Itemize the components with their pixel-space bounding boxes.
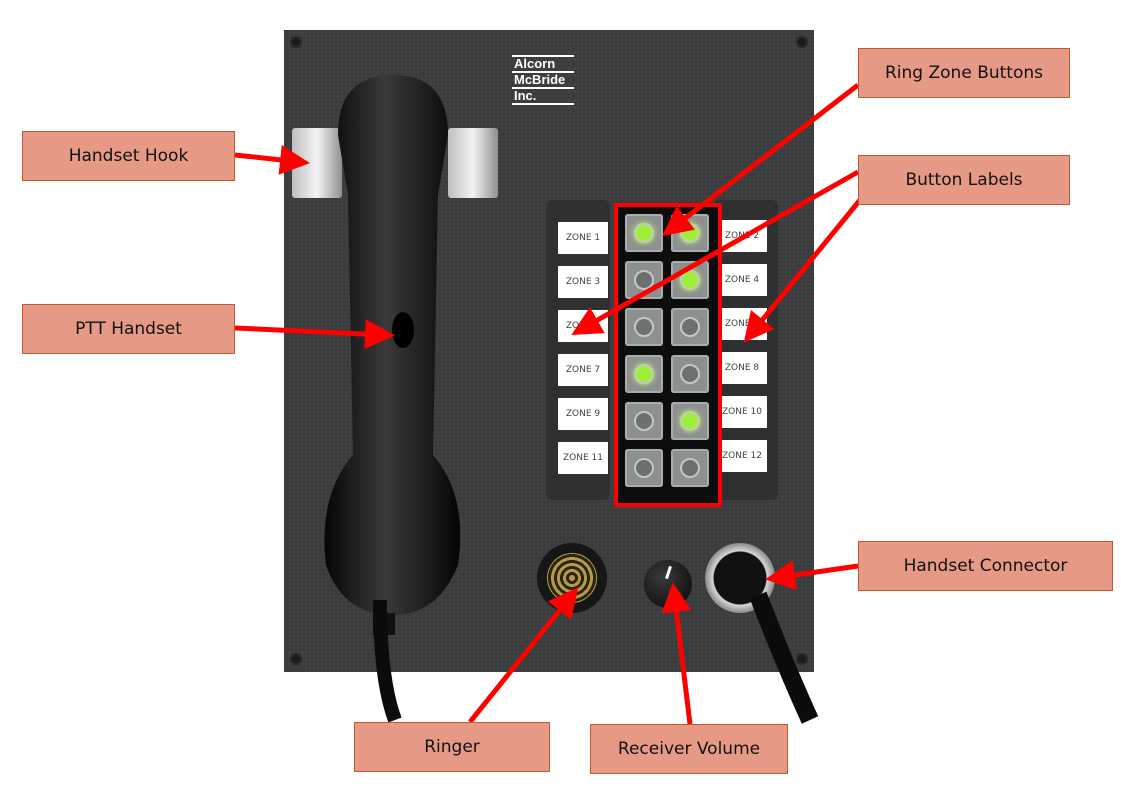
callout-text: PTT Handset xyxy=(75,319,182,339)
screw-icon xyxy=(796,36,808,48)
zone-label: ZONE 9 xyxy=(558,398,608,430)
screw-icon xyxy=(796,653,808,665)
connector-cable xyxy=(749,591,819,724)
led-on-icon xyxy=(680,411,700,431)
callout-ringer: Ringer xyxy=(354,722,550,772)
led-off-icon xyxy=(634,458,654,478)
logo-line: McBride xyxy=(512,71,574,87)
ringer xyxy=(537,543,607,613)
led-on-icon xyxy=(680,270,700,290)
receiver-volume-knob[interactable] xyxy=(644,560,692,608)
zone-label: ZONE 6 xyxy=(717,308,767,340)
logo-line: Inc. xyxy=(512,87,574,103)
ptt-handset[interactable] xyxy=(318,75,468,635)
zone-label: ZONE 8 xyxy=(717,352,767,384)
callout-text: Handset Hook xyxy=(68,146,189,166)
ring-zone-button[interactable] xyxy=(625,449,663,487)
led-on-icon xyxy=(634,364,654,384)
ring-zone-button[interactable] xyxy=(625,355,663,393)
screw-icon xyxy=(290,653,302,665)
zone-label: ZONE 4 xyxy=(717,264,767,296)
handset-hook-right xyxy=(448,128,498,198)
callout-text: Ringer xyxy=(424,737,480,757)
callout-ptt-handset: PTT Handset xyxy=(22,304,235,354)
zone-label: ZONE 2 xyxy=(717,220,767,252)
ring-zone-button-grid xyxy=(614,203,722,507)
handset-cord xyxy=(373,600,402,723)
ring-zone-button[interactable] xyxy=(671,355,709,393)
ringer-grill-icon xyxy=(547,553,597,603)
ring-zone-button[interactable] xyxy=(671,261,709,299)
zone-label: ZONE 10 xyxy=(717,396,767,428)
ring-zone-button[interactable] xyxy=(671,214,709,252)
zone-label: ZONE 5 xyxy=(558,310,608,342)
callout-handset-connector: Handset Connector xyxy=(858,541,1113,591)
logo-line: Alcorn xyxy=(512,55,574,71)
callout-button-labels: Button Labels xyxy=(858,155,1070,205)
led-off-icon xyxy=(634,270,654,290)
led-off-icon xyxy=(680,317,700,337)
led-off-icon xyxy=(634,317,654,337)
led-off-icon xyxy=(634,411,654,431)
led-on-icon xyxy=(634,223,654,243)
callout-text: Handset Connector xyxy=(903,556,1068,576)
callout-ring-zone-buttons: Ring Zone Buttons xyxy=(858,48,1070,98)
ring-zone-button[interactable] xyxy=(625,308,663,346)
led-on-icon xyxy=(680,223,700,243)
led-off-icon xyxy=(680,364,700,384)
ring-zone-button[interactable] xyxy=(671,402,709,440)
ring-zone-button[interactable] xyxy=(625,261,663,299)
zone-label: ZONE 3 xyxy=(558,266,608,298)
zone-label: ZONE 1 xyxy=(558,222,608,254)
ring-zone-button[interactable] xyxy=(625,214,663,252)
zone-label: ZONE 12 xyxy=(717,440,767,472)
ring-zone-button[interactable] xyxy=(671,308,709,346)
screw-icon xyxy=(290,36,302,48)
brand-logo: Alcorn McBride Inc. xyxy=(512,55,574,105)
callout-handset-hook: Handset Hook xyxy=(22,131,235,181)
callout-text: Ring Zone Buttons xyxy=(885,63,1043,83)
knob-indicator xyxy=(665,565,672,580)
led-off-icon xyxy=(680,458,700,478)
ring-zone-button[interactable] xyxy=(625,402,663,440)
callout-text: Receiver Volume xyxy=(617,739,761,759)
zone-label: ZONE 11 xyxy=(558,442,608,474)
callout-receiver-volume: Receiver Volume xyxy=(590,724,788,774)
ring-zone-button[interactable] xyxy=(671,449,709,487)
zone-label: ZONE 7 xyxy=(558,354,608,386)
callout-text: Button Labels xyxy=(905,170,1023,190)
